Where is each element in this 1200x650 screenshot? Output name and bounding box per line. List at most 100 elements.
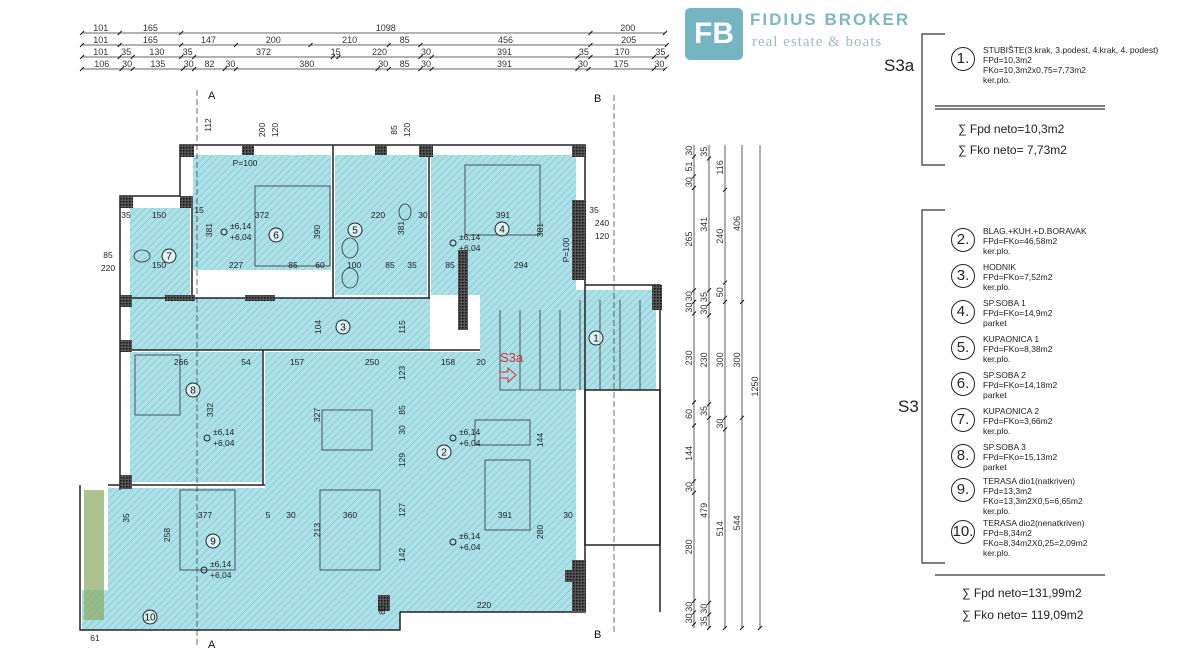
legend-item-number: 10. <box>951 520 975 544</box>
plan-dimension-label: P=100 <box>233 158 258 168</box>
room-number-circle <box>142 609 158 625</box>
dimension-label: 30 <box>684 613 694 623</box>
rooms <box>82 155 656 630</box>
legend-item-line: FKo=10,3m2x0,75=7,73m2 <box>983 65 1087 75</box>
dimension-tick <box>691 173 697 179</box>
dimension-label: 165 <box>143 23 158 33</box>
dimension-label: 170 <box>615 47 630 57</box>
watermark-logo: FB <box>685 8 743 60</box>
plan-dimension-label: 129 <box>397 453 407 467</box>
room-number-circle <box>494 221 510 237</box>
plan-dimension-label: 61 <box>90 633 100 643</box>
plan-dimension-label: 35 <box>121 210 131 220</box>
elevation-icon <box>449 434 457 442</box>
dimension-label: 82 <box>204 59 214 69</box>
dimension-tick <box>662 30 668 36</box>
dimension-label: 165 <box>143 35 158 45</box>
plan-dimension-label: 150 <box>152 260 166 270</box>
room-6-bedroom-2[interactable] <box>193 155 331 270</box>
dimension-tick <box>722 415 728 421</box>
plan-dimension-label: 142 <box>397 548 407 562</box>
plan-dimension-label: 144 <box>535 433 545 447</box>
room-3-hallway[interactable] <box>130 298 430 350</box>
plan-dimension-label: 83 <box>377 605 387 615</box>
room-8-bedroom-3[interactable] <box>130 352 262 482</box>
wall-blocks <box>119 145 662 612</box>
dimension-label: 30 <box>684 177 694 187</box>
dimension-label: 380 <box>299 59 314 69</box>
room-number-text: 3 <box>340 323 346 334</box>
dimension-label: 30 <box>684 291 694 301</box>
elevation-top: ±6,14 <box>230 221 251 231</box>
dimension-tick <box>722 427 728 432</box>
elevation-markers: ±6,14+6,04±6,14+6,04±6,14+6,04±6,14+6,04… <box>200 221 481 580</box>
room-number-circle <box>436 444 452 460</box>
plan-dimension-label: 158 <box>441 357 455 367</box>
elevation-marker: ±6,14+6,04 <box>220 221 252 242</box>
room-2-living-kitchen-dining[interactable] <box>265 352 576 612</box>
plan-dimension-label: 85 <box>397 405 407 415</box>
dimension-label: 1250 <box>750 376 760 396</box>
section-a-top: A <box>208 90 216 102</box>
section-b-bottom: B <box>594 629 601 641</box>
plan-dimension-label: 85 <box>385 260 395 270</box>
legend-item-line: SP.SOBA 2 <box>983 370 1026 380</box>
room-5-bathroom-1[interactable] <box>335 155 427 295</box>
room-10-terrace-open[interactable] <box>82 590 400 630</box>
room-number-3: 3 <box>335 319 351 335</box>
section-lines <box>196 90 615 645</box>
dimension-tick <box>386 42 392 48</box>
dimension-label: 30 <box>421 47 431 57</box>
dimension-label: 30 <box>684 482 694 492</box>
dimension-tick <box>575 66 580 72</box>
dimension-tick <box>757 625 763 631</box>
plan-dimension-label: P=100 <box>561 237 571 262</box>
dimension-tick <box>375 66 380 72</box>
room-number-circle <box>205 533 221 549</box>
plan-dimension-label: 220 <box>477 600 491 610</box>
elevation-icon <box>203 434 211 442</box>
dimension-tick <box>691 490 697 496</box>
dimension-tick <box>191 66 197 72</box>
plan-dimension-label: 332 <box>205 403 215 417</box>
legend-item-line: FPd=FKo=46,58m2 <box>983 236 1058 246</box>
dimension-label: 30 <box>715 419 725 429</box>
dimension-label: 230 <box>684 350 694 365</box>
dimension-tick <box>130 66 136 72</box>
room-9-terrace-covered[interactable] <box>108 488 265 610</box>
dimension-tick <box>651 66 657 72</box>
plan-dimension-label: 258 <box>162 528 172 542</box>
dimension-tick <box>706 156 712 161</box>
plan-dimension-label: 390 <box>312 225 322 239</box>
dimension-label: 220 <box>372 47 387 57</box>
dimension-tick <box>691 154 697 159</box>
room-7-bathroom-2[interactable] <box>130 208 190 298</box>
elevation-icon <box>449 538 457 546</box>
dimension-label: 85 <box>400 59 410 69</box>
dimension-tick <box>418 42 423 48</box>
room-number-text: 1 <box>593 334 599 345</box>
dimension-tick <box>706 301 712 307</box>
room-number-text: 8 <box>190 386 196 397</box>
dimension-tick <box>691 399 697 405</box>
dimension-tick <box>664 42 670 48</box>
dimension-tick <box>722 299 728 305</box>
dimension-tick <box>191 54 197 60</box>
room-1-staircase[interactable] <box>480 290 656 390</box>
plan-dimension-label: 266 <box>174 357 188 367</box>
dimension-tick <box>651 54 657 60</box>
section-a-bottom: A <box>208 639 216 650</box>
legend-item-line: ker.plo. <box>983 426 1011 436</box>
plan-dimension-label: 120 <box>595 231 609 241</box>
dimension-label: 60 <box>684 409 694 419</box>
room-number-text: 5 <box>352 226 358 237</box>
legend-item-line: FPd=FKo=15,13m2 <box>983 452 1058 462</box>
dimension-tick <box>386 66 392 72</box>
dimension-tick <box>662 66 668 72</box>
dimension-label: 35 <box>121 47 131 57</box>
